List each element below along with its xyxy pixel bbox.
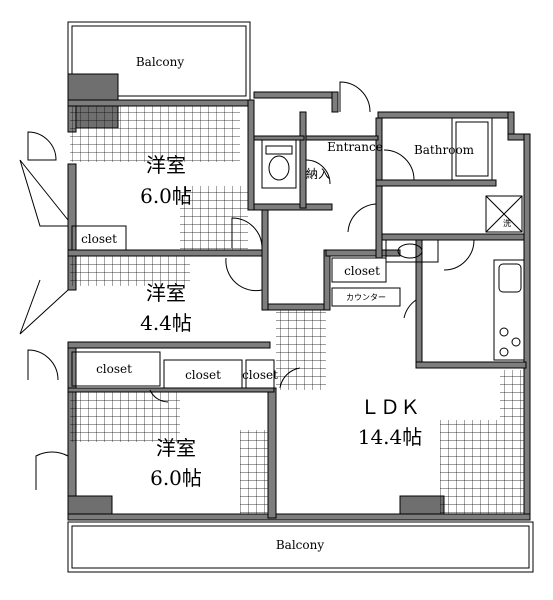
room3-size: 6.0帖 (150, 466, 202, 490)
room1-size: 6.0帖 (140, 184, 192, 208)
bathroom-label: Bathroom (414, 143, 475, 157)
balcony-top-label: Balcony (136, 55, 184, 69)
counter-label: カウンター (346, 293, 386, 302)
wash-basin (385, 239, 439, 263)
ldk-name: ＬＤＫ (360, 395, 420, 419)
closet-4 (163, 359, 243, 389)
room1-name: 洋室 (146, 153, 186, 177)
storage-label: 納入 (306, 167, 330, 181)
wash-mark: 洗 (503, 218, 511, 228)
doors (19, 81, 475, 490)
bathtub (451, 117, 493, 181)
closet-5-label: closet (242, 368, 278, 382)
kitchen-counter (493, 259, 525, 361)
room-labels: 洋室 6.0帖 洋室 4.4帖 洋室 6.0帖 ＬＤＫ 14.4帖 Entran… (140, 140, 475, 490)
washer-pan (485, 195, 523, 233)
room3-name: 洋室 (156, 436, 196, 460)
closets: closet closet closet closet closet カウンター (71, 225, 401, 389)
tiled-floors (70, 106, 524, 514)
entrance-label: Entrance (327, 140, 383, 154)
counter-box (331, 287, 401, 307)
closet-1-label: closet (81, 232, 117, 246)
closet-3 (71, 351, 161, 387)
room2-name: 洋室 (146, 281, 186, 305)
closet-4-label: closet (185, 368, 221, 382)
fixtures: 洗 (261, 117, 525, 361)
ldk-size: 14.4帖 (358, 425, 423, 449)
closet-3-label: closet (96, 362, 132, 376)
closet-1 (71, 225, 127, 251)
balcony-bottom-label: Balcony (276, 538, 324, 552)
toilet-room (261, 139, 297, 189)
balcony-bottom: Balcony (67, 521, 534, 573)
closet-5 (245, 359, 275, 389)
room2-size: 4.4帖 (140, 311, 192, 335)
closet-2-label: closet (344, 264, 380, 278)
closet-2 (331, 257, 387, 283)
